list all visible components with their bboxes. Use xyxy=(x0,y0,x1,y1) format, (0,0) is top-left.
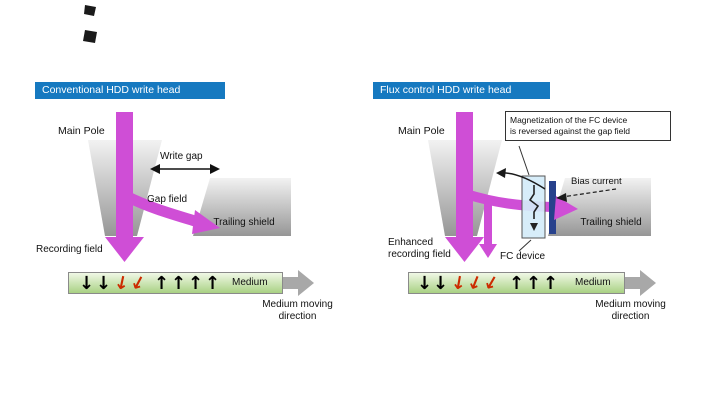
fc-callout-line1: Magnetization of the FC device xyxy=(510,115,628,125)
medium-field-arrow: ↑ xyxy=(171,273,187,294)
medium-field-arrow: ↓ xyxy=(96,273,112,294)
left-gap-field-label: Gap field xyxy=(147,194,188,205)
medium-field-arrow: ↑ xyxy=(205,273,221,294)
right-trailing-shield-label: Trailing shield xyxy=(580,217,642,228)
bias-current-arrow xyxy=(556,188,617,202)
left-main-pole-label: Main Pole xyxy=(58,125,105,137)
medium-field-arrow: ↓ xyxy=(417,273,433,294)
right-gap-field-arrowhead xyxy=(554,196,578,220)
right-medium-direction-arrow xyxy=(625,270,656,296)
enhanced-recording-field-label: Enhanced recording field xyxy=(388,237,451,261)
right-medium-moving-line1: Medium moving xyxy=(595,299,666,310)
left-medium-bar: Medium ↓↓↓↓↑↑↑↑ xyxy=(68,271,283,296)
right-write-field-arrow xyxy=(445,112,497,262)
right-trailing-shield-shape xyxy=(548,178,651,236)
left-write-gap-label: Write gap xyxy=(160,151,203,162)
fc-device-shape xyxy=(521,175,556,239)
right-medium-moving-line2: direction xyxy=(611,311,650,322)
right-medium-bar: Medium ↓↓↓↓↓↑↑↑ xyxy=(408,271,625,296)
left-gap-field-arrow xyxy=(123,191,220,234)
left-medium-moving-line2: direction xyxy=(278,311,317,322)
left-trailing-shield-shape xyxy=(193,178,291,236)
left-write-gap-arrow xyxy=(150,164,220,174)
right-medium-label: Medium xyxy=(575,277,611,288)
fc-device-label: FC device xyxy=(500,251,546,262)
enhanced-line2: recording field xyxy=(388,249,451,260)
right-medium-moving-label: Medium moving direction xyxy=(578,299,683,323)
medium-field-arrow: ↑ xyxy=(543,273,559,294)
right-panel-title: Flux control HDD write head xyxy=(373,82,550,99)
medium-field-arrow: ↓ xyxy=(433,273,449,294)
left-medium-moving-label: Medium moving direction xyxy=(245,299,350,323)
fc-device-leader-line xyxy=(518,239,532,252)
medium-field-arrow: ↓ xyxy=(79,273,95,294)
artifact-mark xyxy=(83,30,97,43)
fc-callout-line2: is reversed against the gap field xyxy=(510,126,631,136)
artifact-mark xyxy=(84,5,96,16)
medium-field-arrow: ↑ xyxy=(526,273,542,294)
right-main-pole-label: Main Pole xyxy=(398,125,445,137)
left-panel-title: Conventional HDD write head xyxy=(35,82,225,99)
left-write-field-arrow xyxy=(105,112,144,262)
fc-magnetization-squiggle xyxy=(528,185,540,219)
left-medium-label: Medium xyxy=(232,277,268,288)
left-medium-moving-line1: Medium moving xyxy=(262,299,333,310)
callout-leader-line xyxy=(518,145,530,176)
medium-field-arrow: ↑ xyxy=(509,273,525,294)
enhanced-line1: Enhanced xyxy=(388,237,434,248)
medium-field-arrow: ↑ xyxy=(154,273,170,294)
left-medium-direction-arrow xyxy=(283,270,314,296)
left-trailing-shield-label: Trailing shield xyxy=(213,217,275,228)
reversed-magnetization-arrow xyxy=(496,168,546,190)
left-recording-field-label: Recording field xyxy=(36,244,103,255)
medium-field-arrow: ↑ xyxy=(188,273,204,294)
fc-callout-box: Magnetization of the FC device is revers… xyxy=(505,111,671,141)
bias-current-label: Bias current xyxy=(571,176,622,187)
